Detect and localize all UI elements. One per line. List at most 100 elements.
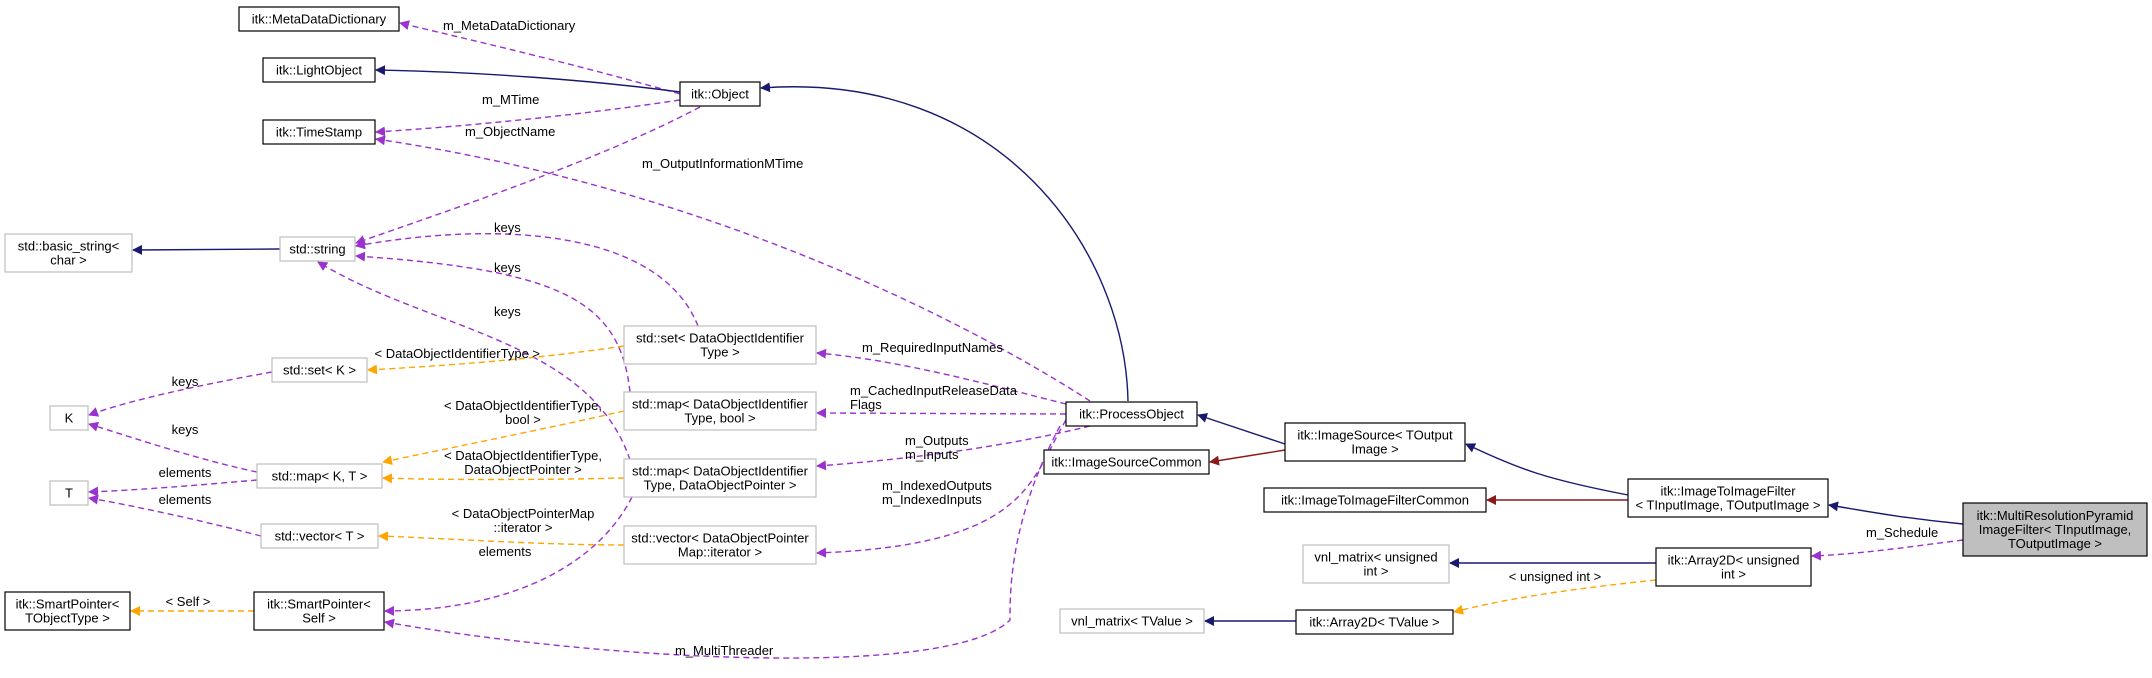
usage-edge xyxy=(375,99,681,137)
class-box xyxy=(623,525,817,565)
edge-label-m-requiredinputnames: m_RequiredInputNames xyxy=(862,340,1003,355)
class-name: std::basic_string<char > xyxy=(18,239,120,268)
usage-edge xyxy=(375,135,1091,402)
edge-label-m-objectname: m_ObjectName xyxy=(465,124,555,139)
class-box xyxy=(679,81,761,107)
usage-edge xyxy=(399,20,681,95)
edge-label-tpl-unsigned: < unsigned int > xyxy=(1509,569,1602,584)
class-name: itk::SmartPointer<Self > xyxy=(267,597,371,626)
edge-label-m-mtime: m_MTime xyxy=(482,92,539,107)
edge-label-m-multithreader: m_MultiThreader xyxy=(675,643,774,658)
usage-edge xyxy=(88,421,258,473)
class-name: itk::TimeStamp xyxy=(276,125,362,140)
class-box xyxy=(1627,478,1829,518)
edge-label-keys-mapbool-string: keys xyxy=(494,260,521,275)
class-box xyxy=(262,119,376,145)
edge-label-elements-vector-t: elements xyxy=(159,492,212,507)
class-name: itk::Array2D< TValue > xyxy=(1309,615,1439,630)
class-node-smartptrself[interactable]: itk::SmartPointer<Self > xyxy=(253,591,385,631)
class-box xyxy=(262,57,376,83)
class-node-k: K xyxy=(49,405,89,431)
class-name: itk::SmartPointer<TObjectType > xyxy=(16,597,120,626)
template-edge-line xyxy=(378,531,625,546)
class-node-vnltvalue: vnl_matrix< TValue > xyxy=(1059,608,1205,634)
class-node-timestamp[interactable]: itk::TimeStamp xyxy=(262,119,376,145)
usage-edge xyxy=(816,408,1067,419)
template-edge-line xyxy=(367,345,625,375)
class-name: K xyxy=(65,411,74,426)
usage-edge xyxy=(88,494,262,537)
class-node-metadatadict[interactable]: itk::MetaDataDictionary xyxy=(238,6,400,32)
class-box xyxy=(623,458,817,498)
template-edge xyxy=(378,531,625,546)
edge-label-keys-set-k: keys xyxy=(172,374,199,389)
class-box xyxy=(1065,401,1198,427)
edge-label-tpl-set: < DataObjectIdentifierType > xyxy=(375,346,540,361)
template-edge-line xyxy=(382,410,625,466)
class-name: itk::ImageToImageFilter< TInputImage, TO… xyxy=(1635,484,1820,513)
inheritance-edge xyxy=(1197,413,1286,445)
template-edge xyxy=(367,345,625,375)
inheritance-edge xyxy=(132,244,281,255)
class-node-lightobject[interactable]: itk::LightObject xyxy=(262,57,376,83)
class-node-imagesourcecommon[interactable]: itk::ImageSourceCommon xyxy=(1043,449,1210,475)
usage-edge xyxy=(317,261,631,461)
class-box xyxy=(49,405,89,431)
usage-edge-line xyxy=(355,251,631,393)
class-box xyxy=(1302,544,1450,584)
class-name: itk::ImageSourceCommon xyxy=(1051,455,1201,470)
class-node-t: T xyxy=(49,480,89,506)
class-node-i2icommon[interactable]: itk::ImageToImageFilterCommon xyxy=(1263,487,1487,513)
class-node-processobject[interactable]: itk::ProcessObject xyxy=(1065,401,1198,427)
usage-edge-line xyxy=(816,425,1091,471)
edge-label-keys-mapptr-string: keys xyxy=(494,304,521,319)
class-name: std::set< K > xyxy=(283,363,356,378)
usage-edge-line xyxy=(816,419,1067,558)
class-box xyxy=(1284,422,1466,462)
usage-edge-line xyxy=(317,261,631,461)
class-box xyxy=(623,391,817,431)
edge-label-tpl-mapbool: < DataObjectIdentifierType,bool > xyxy=(444,398,602,427)
usage-edge xyxy=(355,251,631,393)
class-node-object[interactable]: itk::Object xyxy=(679,81,761,107)
class-box xyxy=(1043,449,1210,475)
class-name: vnl_matrix< TValue > xyxy=(1071,614,1193,629)
usage-edge-line xyxy=(355,106,701,245)
class-box xyxy=(1962,502,2148,557)
inheritance-edge-line xyxy=(1465,443,1629,496)
template-edge-line xyxy=(382,473,625,484)
inheritance-edge-line xyxy=(760,82,1129,402)
edge-label-keys-map-k: keys xyxy=(172,422,199,437)
class-node-smartptrtobj[interactable]: itk::SmartPointer<TObjectType > xyxy=(4,591,131,631)
usage-edge-line xyxy=(355,232,699,327)
edge-label-keys-set-string: keys xyxy=(494,220,521,235)
edge-label-tpl-self: < Self > xyxy=(166,594,211,609)
class-node-basicstring: std::basic_string<char > xyxy=(4,233,133,273)
class-name: std::map< K, T > xyxy=(272,469,368,484)
class-name: itk::LightObject xyxy=(276,63,362,78)
inheritance-edge xyxy=(375,65,681,93)
class-node-array2dtvalue[interactable]: itk::Array2D< TValue > xyxy=(1295,609,1454,635)
class-box xyxy=(253,591,385,631)
class-box xyxy=(623,325,817,365)
usage-edge-line xyxy=(88,479,258,497)
class-node-i2ifilter[interactable]: itk::ImageToImageFilter< TInputImage, TO… xyxy=(1627,478,1829,518)
class-name: std::vector< T > xyxy=(275,529,365,544)
class-name: itk::Object xyxy=(691,87,749,102)
class-box xyxy=(279,236,356,262)
class-box xyxy=(1263,487,1487,513)
class-box xyxy=(4,591,131,631)
usage-edge xyxy=(88,371,273,417)
